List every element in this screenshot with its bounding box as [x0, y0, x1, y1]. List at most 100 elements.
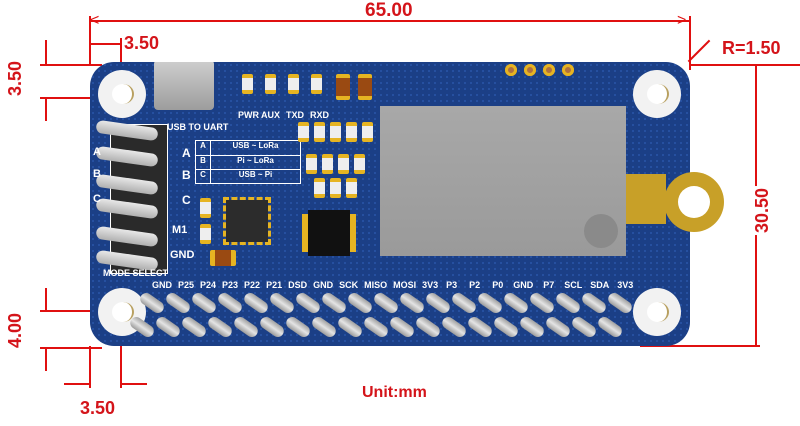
mode-key: A — [196, 141, 211, 155]
led-rxd — [311, 74, 322, 94]
resistor — [298, 122, 309, 142]
gpio-label: SDA — [590, 280, 610, 290]
gpio-label: SCL — [564, 280, 583, 290]
jumper-left-b: B — [93, 168, 101, 180]
height-dimension-label: 30.50 — [752, 185, 774, 236]
mounting-hole-top-left — [98, 70, 146, 118]
gpio-label: P3 — [446, 280, 458, 290]
led-label-rxd: RXD — [310, 110, 330, 120]
mode-key: C — [196, 170, 211, 183]
mode-row: C USB ~ Pi — [196, 170, 300, 183]
radius-leader-diag — [687, 39, 711, 63]
height-extension-bottom — [640, 345, 760, 347]
hole-y-offset-label: 3.50 — [5, 60, 26, 97]
gpio-label-row: GND P25 P24 P23 P22 P21 DSD GND SCK MISO… — [152, 280, 634, 290]
mode-row: B Pi ~ LoRa — [196, 156, 300, 170]
width-extension-right — [689, 16, 691, 70]
gpio-label: P21 — [266, 280, 283, 290]
resistor — [354, 154, 365, 174]
mode-value: USB ~ Pi — [238, 170, 273, 179]
bottom-y-extension-bottom — [40, 347, 102, 349]
corner-radius-label: R=1.50 — [722, 38, 781, 58]
gpio-label: P23 — [222, 280, 239, 290]
capacitor — [210, 250, 236, 266]
bottom-x-extension-left — [89, 346, 91, 388]
gpio-label: P22 — [244, 280, 261, 290]
header-pad — [524, 64, 536, 76]
resistor — [314, 122, 325, 142]
mcu-chip — [223, 197, 271, 245]
radius-leader-line — [690, 64, 800, 66]
mode-value: USB ~ LoRa — [232, 141, 279, 150]
width-dimension-label: 65.00 — [365, 0, 413, 21]
gpio-label: SCK — [339, 280, 359, 290]
resistor — [330, 122, 341, 142]
hole-y-arrow-top — [45, 40, 47, 64]
resistor — [322, 154, 333, 174]
arrow-right-icon: > — [677, 12, 687, 29]
jumper-right-m1: M1 — [172, 224, 188, 236]
jumper-right-b: B — [182, 168, 191, 182]
width-dimension-line — [90, 20, 690, 22]
gpio-label: 3V3 — [617, 280, 634, 290]
jumper-right-c: C — [182, 193, 191, 207]
led-aux — [265, 74, 276, 94]
gpio-label: P25 — [178, 280, 195, 290]
gpio-label: P0 — [492, 280, 504, 290]
mounting-hole-bottom-right — [633, 288, 681, 336]
arrow-left-icon: < — [90, 12, 100, 29]
bottom-y-arrow-top — [45, 288, 47, 310]
jumper-right-a: A — [182, 146, 191, 160]
hole-y-extension-top — [40, 64, 102, 66]
resistor — [314, 178, 325, 198]
hole-x-extension — [120, 38, 122, 66]
hole-x-offset-line — [90, 43, 120, 45]
mode-value: Pi ~ LoRa — [237, 156, 274, 165]
bottom-y-offset-label: 4.00 — [5, 312, 26, 349]
bottom-x-arrow-right — [122, 383, 147, 385]
gpio-label: P2 — [469, 280, 481, 290]
sma-antenna-connector — [626, 174, 666, 224]
mode-row: A USB ~ LoRa — [196, 141, 300, 156]
capacitor — [336, 74, 350, 100]
gpio-label: P24 — [200, 280, 217, 290]
resistor — [338, 154, 349, 174]
led-txd — [288, 74, 299, 94]
micro-usb-connector — [154, 62, 214, 110]
led-label-txd: TXD — [286, 110, 304, 120]
jumper-right-gnd: GND — [170, 249, 195, 261]
usb-to-uart-label: USB TO UART — [167, 122, 229, 132]
driver-chip — [308, 210, 350, 256]
mode-table: A USB ~ LoRa B Pi ~ LoRa C USB ~ Pi — [195, 140, 301, 184]
gpio-label: MOSI — [393, 280, 417, 290]
bottom-x-offset-label: 3.50 — [80, 398, 116, 418]
jumper-left-a: A — [93, 146, 101, 158]
resistor — [346, 122, 357, 142]
unit-label: Unit:mm — [362, 384, 427, 401]
mounting-hole-top-right — [633, 70, 681, 118]
resistor — [346, 178, 357, 198]
width-extension-left — [89, 16, 91, 64]
mode-key: B — [196, 156, 211, 169]
header-pad — [562, 64, 574, 76]
hole-x-offset-label: 3.50 — [124, 33, 160, 53]
hole-y-arrow-bottom — [45, 99, 47, 121]
led-label-aux: AUX — [261, 110, 281, 120]
gpio-label: DSD — [288, 280, 308, 290]
bottom-x-extension-right — [120, 346, 122, 388]
jumper-left-c: C — [93, 193, 101, 205]
bottom-y-extension-top — [40, 310, 100, 312]
resistor — [330, 178, 341, 198]
capacitor — [358, 74, 372, 100]
hole-y-extension-bottom — [40, 97, 100, 99]
gpio-label: P7 — [543, 280, 555, 290]
resistor — [200, 224, 211, 244]
mode-select-label: MODE SELECT — [103, 268, 169, 278]
header-pad — [505, 64, 517, 76]
led-label-pwr: PWR — [238, 110, 259, 120]
bottom-y-arrow-bottom — [45, 349, 47, 371]
resistor — [306, 154, 317, 174]
gpio-label: GND — [513, 280, 534, 290]
sma-connector-center — [678, 186, 710, 218]
mode-jumper-header — [110, 124, 168, 274]
